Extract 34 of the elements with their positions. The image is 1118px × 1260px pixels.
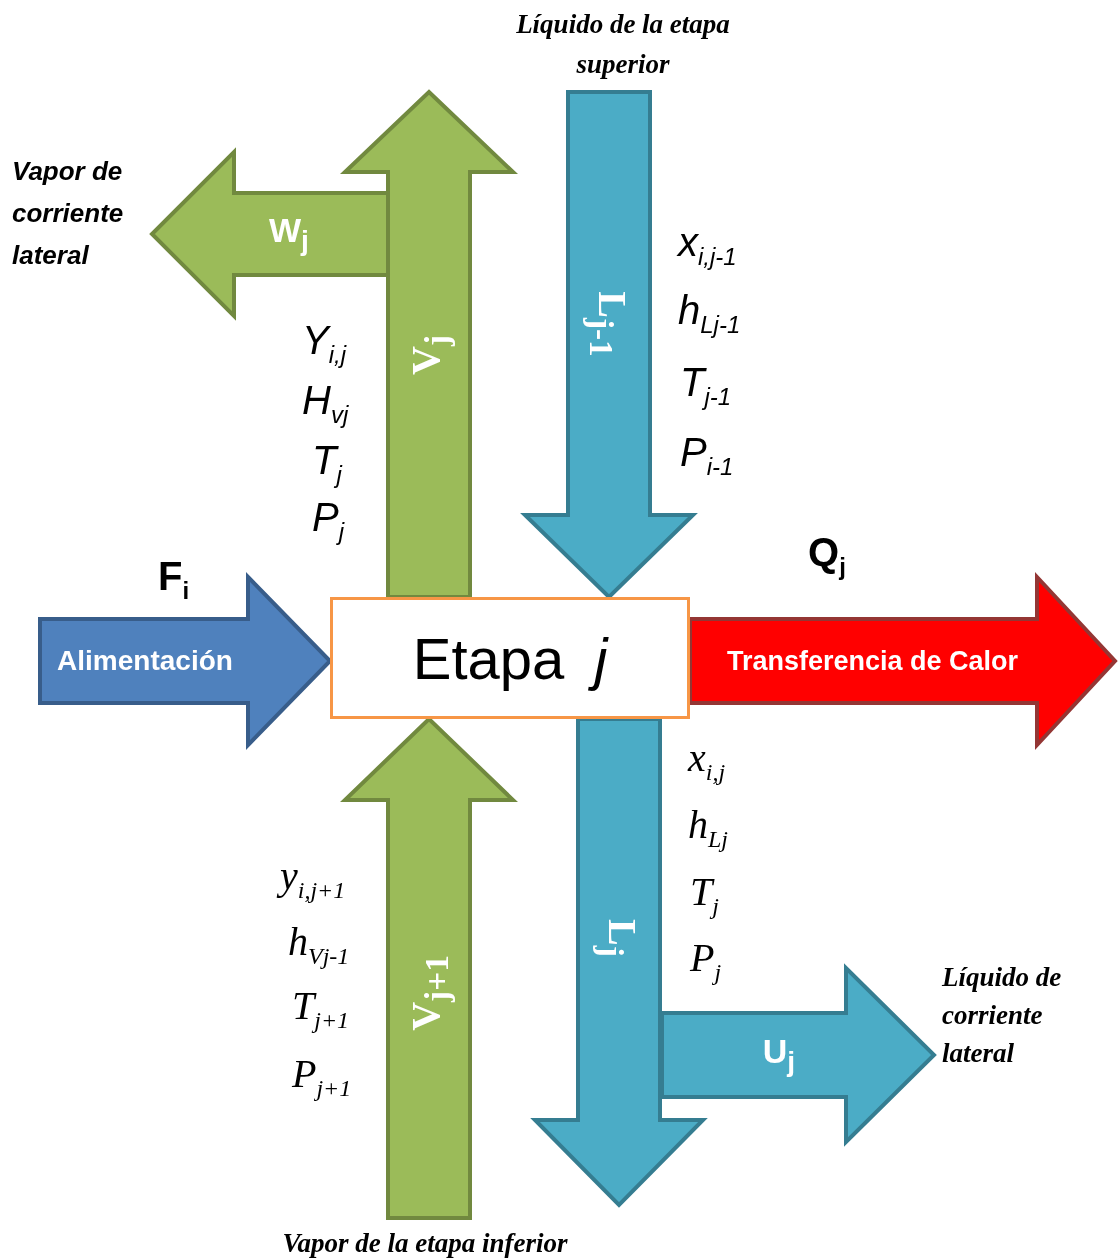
variable-label: T$_{j}$ xyxy=(312,440,342,487)
stream-caption: Vapor de la etapa inferior xyxy=(250,1226,600,1260)
block-arrow xyxy=(520,90,698,600)
flow-symbol: F$_{i}$ xyxy=(158,556,190,603)
block-arrow xyxy=(340,716,518,1220)
variable-label: P$_{j}$ xyxy=(312,497,345,544)
variable-label: x$_{i,j-1}$ xyxy=(678,222,737,269)
variable-label: P$_{j+1}$ xyxy=(292,1054,352,1100)
stage-label: Etapa j xyxy=(412,624,608,692)
block-arrow xyxy=(660,963,937,1147)
stream-caption: Vapor de corriente lateral xyxy=(12,150,144,276)
variable-label: T$_{j-1}$ xyxy=(680,362,732,409)
variable-label: T$_{j}$ xyxy=(690,872,719,918)
edge-label: Alimentación xyxy=(57,645,233,677)
flow-symbol: Q$_{j}$ xyxy=(808,532,846,579)
variable-label: h$_{Lj-1}$ xyxy=(678,290,741,337)
stream-caption: Líquido de corriente lateral xyxy=(942,958,1072,1072)
variable-label: x$_{i,j}$ xyxy=(688,738,726,784)
stage-box xyxy=(330,597,690,719)
variable-label: h$_{Lj}$ xyxy=(688,805,728,851)
block-arrow xyxy=(340,89,518,599)
variable-label: T$_{j+1}$ xyxy=(292,986,350,1032)
block-arrow xyxy=(38,572,333,750)
variable-label: P$_{i-1}$ xyxy=(680,432,734,479)
block-arrow xyxy=(530,717,708,1208)
variable-label: Y$_{i,j}$ xyxy=(302,320,347,367)
variable-label: h$_{Vj-1}$ xyxy=(288,922,350,968)
variable-label: H$_{vj}$ xyxy=(302,380,349,427)
edge-label: U$_{j}$ xyxy=(762,1032,796,1078)
variable-label: P$_{j}$ xyxy=(690,938,722,984)
edge-label: W$_{j}$ xyxy=(268,211,309,257)
stream-caption: Líquido de la etapa superior xyxy=(492,4,754,84)
block-arrow xyxy=(688,571,1118,751)
edge-label: Transferencia de Calor xyxy=(726,645,1019,677)
